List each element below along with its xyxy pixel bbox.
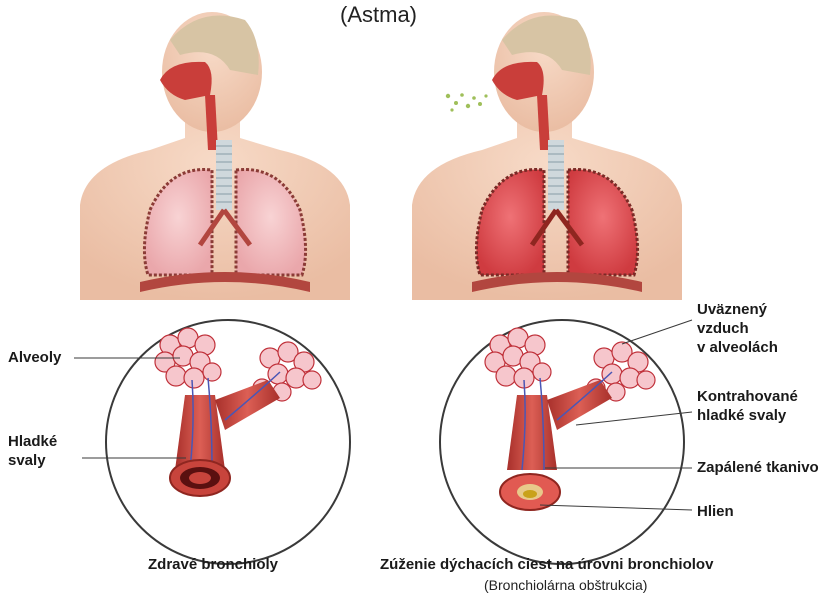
caption-healthy-bronchioles: Zdravé bronchioly (148, 556, 278, 573)
label-smooth-muscles: Hladké svaly (8, 432, 57, 470)
caption-airway-narrowing: Zúženie dýchacích ciest na úrovni bronch… (380, 556, 713, 573)
subcaption-bronchiolar-obstruction: (Bronchiolárna obštrukcia) (484, 577, 647, 593)
label-mucus: Hlien (697, 502, 734, 521)
label-inflamed-tissue: Zapálené tkanivo (697, 458, 819, 477)
left-body-figure (80, 12, 350, 300)
right-magnified-view (440, 320, 684, 564)
right-body-figure (412, 12, 682, 300)
label-alveoli: Alveoly (8, 348, 61, 367)
exhaled-air-particles (446, 93, 488, 111)
diagram-title: (Astma) (340, 2, 417, 28)
label-trapped-air: Uväznený vzduch v alveolách (697, 300, 778, 357)
left-magnified-view (106, 320, 350, 564)
label-contracted-muscles: Kontrahované hladké svaly (697, 387, 798, 425)
